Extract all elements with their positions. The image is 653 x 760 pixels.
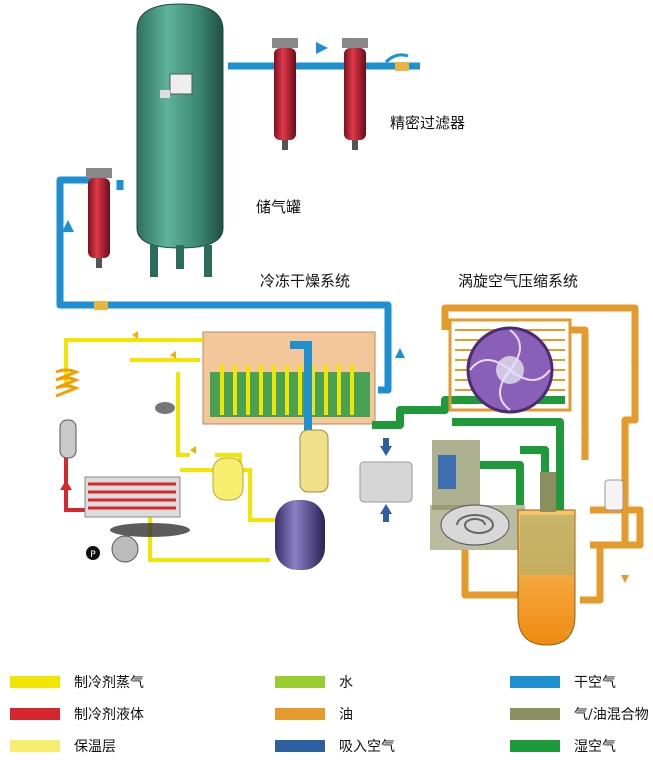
legend-swatch bbox=[10, 708, 60, 720]
expansion-valve-icon bbox=[155, 402, 175, 414]
pipe-coupling bbox=[94, 301, 108, 310]
legend-item-oil: 油 bbox=[275, 703, 353, 725]
legend-swatch bbox=[275, 676, 325, 688]
legend-swatch bbox=[510, 740, 560, 752]
legend-label: 气/油混合物 bbox=[574, 707, 649, 723]
legend-item-insulation: 保温层 bbox=[10, 735, 116, 757]
air-filter bbox=[359, 461, 413, 503]
liquid-receiver bbox=[59, 419, 77, 459]
oil-filter bbox=[604, 479, 624, 511]
diagram-drawing: P bbox=[55, 3, 644, 646]
legend-item-air-oil-mixture: 气/油混合物 bbox=[510, 703, 649, 725]
pressure-switch-icon bbox=[86, 546, 100, 560]
legend: 制冷剂蒸气 水 干空气 制冷剂液体 油 气/油混合物 保温层 吸入空气 湿空气 bbox=[0, 665, 653, 760]
legend-swatch bbox=[10, 676, 60, 688]
dryer-unit bbox=[202, 331, 376, 493]
legend-swatch bbox=[10, 740, 60, 752]
filter-2 bbox=[342, 38, 368, 150]
label-storage-tank: 储气罐 bbox=[256, 198, 302, 216]
pipe-coupling bbox=[395, 62, 409, 71]
refrigerant-liquid-lines bbox=[64, 450, 85, 512]
flow-arrow-red bbox=[60, 480, 72, 490]
storage-tank bbox=[136, 3, 224, 277]
label-refrigerated-dryer: 冷冻干燥系统 bbox=[260, 272, 351, 290]
legend-swatch bbox=[275, 708, 325, 720]
legend-label: 制冷剂蒸气 bbox=[74, 675, 144, 691]
scroll-element-icon bbox=[440, 504, 510, 546]
filter-1 bbox=[272, 38, 298, 150]
condenser bbox=[84, 476, 181, 518]
system-diagram: P bbox=[55, 3, 644, 646]
precision-filters bbox=[86, 38, 368, 268]
legend-label: 制冷剂液体 bbox=[74, 707, 144, 723]
legend-item-water: 水 bbox=[275, 671, 353, 693]
legend-item-refrigerant-vapor: 制冷剂蒸气 bbox=[10, 671, 144, 693]
legend-swatch bbox=[275, 740, 325, 752]
legend-label: 吸入空气 bbox=[339, 739, 395, 755]
legend-item-refrigerant-liquid: 制冷剂液体 bbox=[10, 703, 144, 725]
label-precision-filter: 精密过滤器 bbox=[390, 114, 466, 132]
flow-arrows-yellow bbox=[132, 331, 196, 454]
pressure-switch-label: P bbox=[90, 550, 96, 560]
legend-label: 湿空气 bbox=[574, 739, 616, 755]
pipe-fitting bbox=[384, 53, 409, 64]
legend-item-dry-air: 干空气 bbox=[510, 671, 616, 693]
flow-arrows-orange bbox=[562, 360, 639, 636]
legend-label: 干空气 bbox=[574, 675, 616, 691]
legend-item-intake-air: 吸入空气 bbox=[275, 735, 395, 757]
intake-arrows bbox=[380, 438, 392, 522]
legend-swatch bbox=[510, 708, 560, 720]
legend-swatch bbox=[510, 676, 560, 688]
refrigerant-compressor bbox=[275, 500, 325, 570]
dry-air-pipes bbox=[56, 62, 420, 394]
filter-3 bbox=[86, 168, 112, 268]
accumulator bbox=[212, 457, 244, 501]
label-scroll-compressor: 涡旋空气压缩系统 bbox=[458, 272, 579, 290]
scroll-compressor-unit bbox=[359, 318, 624, 646]
legend-item-wet-air: 湿空气 bbox=[510, 735, 616, 757]
flow-arrows-blue bbox=[62, 42, 405, 358]
fan-motor: P bbox=[86, 535, 139, 563]
legend-label: 保温层 bbox=[74, 739, 116, 755]
coil-spring bbox=[55, 368, 81, 398]
legend-label: 油 bbox=[339, 707, 353, 723]
condenser-fan bbox=[110, 523, 190, 537]
legend-label: 水 bbox=[339, 675, 353, 691]
